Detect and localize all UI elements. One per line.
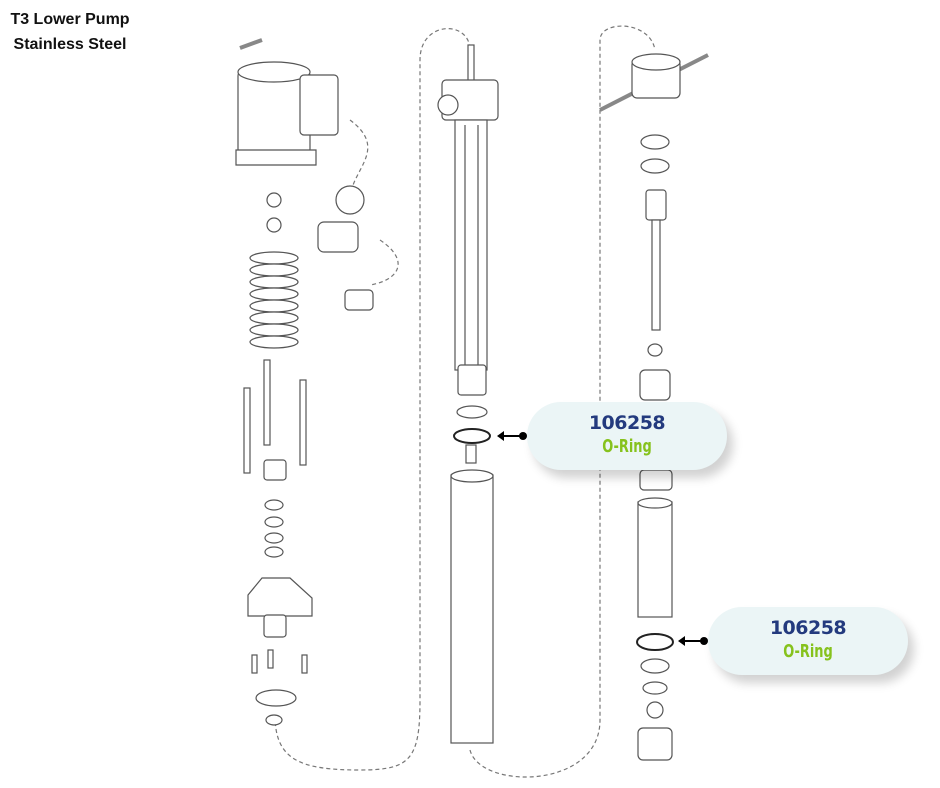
part-name: O-Ring	[783, 641, 833, 662]
arrowhead-icon	[678, 636, 685, 646]
callout-arrow-2	[678, 636, 708, 646]
diagram-title-line1: T3 Lower Pump	[10, 11, 130, 28]
dot-icon	[700, 637, 708, 645]
right-assembly	[599, 53, 709, 761]
middle-assembly	[437, 44, 499, 744]
part-number: 106258	[769, 617, 847, 639]
arrowhead-icon	[497, 431, 504, 441]
diagram-title-line2: Stainless Steel	[13, 36, 127, 53]
left-assembly	[235, 38, 374, 726]
spring-coil	[249, 251, 299, 349]
part-name: O-Ring	[602, 436, 652, 457]
dot-icon	[519, 432, 527, 440]
callout-oring-1: 106258 O-Ring	[527, 402, 727, 470]
callout-oring-2: 106258 O-Ring	[708, 607, 908, 675]
callout-arrow-1	[497, 431, 527, 441]
part-number: 106258	[588, 412, 666, 434]
